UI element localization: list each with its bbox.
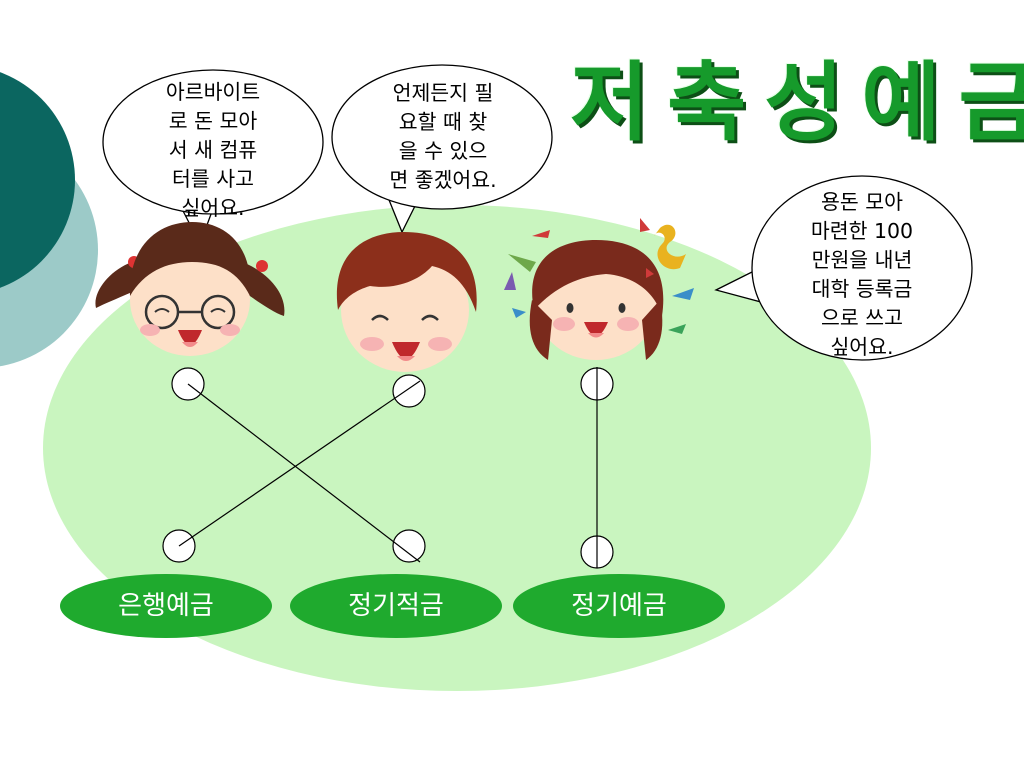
option-installment-savings[interactable]: 정기적금 xyxy=(290,574,502,638)
decor-circle-dark xyxy=(0,72,75,288)
speech-bubble-middle xyxy=(331,64,553,234)
speech-line: 아르바이트 xyxy=(165,80,261,104)
speech-bubble-right xyxy=(714,175,973,361)
speech-line: 요할 때 찾 xyxy=(398,110,488,134)
slide-title: 저축성예금 xyxy=(570,53,1024,153)
woman-character xyxy=(529,240,664,360)
speech-text-left: 아르바이트 로 돈 모아 서 새 컴퓨 터를 사고 싶어요. xyxy=(143,78,283,223)
background-ellipse xyxy=(43,205,871,691)
speech-line: 로 돈 모아 xyxy=(168,109,258,133)
speech-text-right: 용돈 모아 마련한 100 만원을 내년 대학 등록금 으로 쓰고 싶어요. xyxy=(788,188,936,362)
speech-line: 을 수 있으 xyxy=(398,139,488,163)
option-bank-deposit[interactable]: 은행예금 xyxy=(60,574,272,638)
speech-line: 용돈 모아 xyxy=(821,190,903,214)
connector-line-1-to-2 xyxy=(187,383,421,563)
speech-line: 만원을 내년 xyxy=(811,248,913,272)
confetti-decoration xyxy=(504,218,694,334)
speech-line: 면 좋겠어요. xyxy=(389,168,497,192)
speech-line: 서 새 컴퓨 xyxy=(168,138,258,162)
speech-line: 언제든지 필 xyxy=(392,81,494,105)
speech-line: 대학 등록금 xyxy=(811,277,913,301)
connector-dot-top-2[interactable] xyxy=(392,374,426,408)
speech-line: 마련한 100 xyxy=(810,219,914,243)
boy-character xyxy=(336,232,477,372)
speech-line: 터를 사고 xyxy=(172,167,254,191)
connector-line-2-to-1 xyxy=(178,380,421,547)
speech-line: 싶어요. xyxy=(830,335,894,359)
girl-with-glasses-character xyxy=(95,222,285,356)
option-time-deposit[interactable]: 정기예금 xyxy=(513,574,725,638)
speech-line: 싶어요. xyxy=(181,196,245,220)
connector-dot-bottom-2[interactable] xyxy=(392,529,426,563)
speech-line: 으로 쓰고 xyxy=(821,306,903,330)
speech-text-middle: 언제든지 필 요할 때 찾 을 수 있으 면 좋겠어요. xyxy=(368,79,518,195)
